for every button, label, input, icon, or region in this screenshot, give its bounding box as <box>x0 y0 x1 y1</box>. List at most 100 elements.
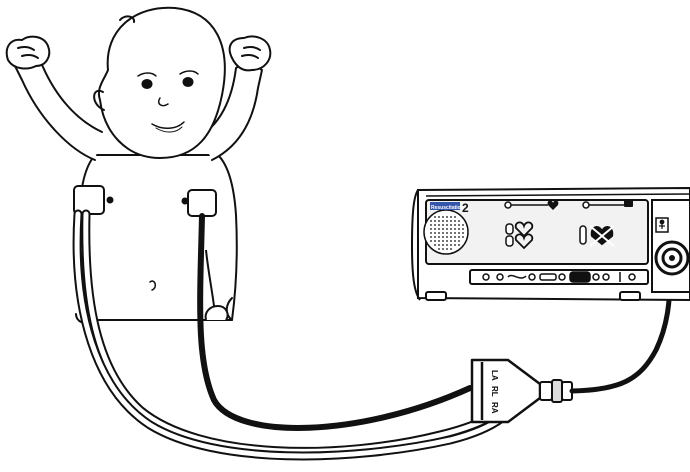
control-knob[interactable] <box>629 274 635 280</box>
infant-nipple <box>183 199 188 204</box>
infant-left-fist <box>230 37 271 71</box>
trunk-cable-yoke <box>472 360 540 422</box>
speaker-hole <box>430 228 432 230</box>
control-knob[interactable] <box>559 274 565 280</box>
speaker-hole <box>458 244 460 246</box>
print-button[interactable] <box>570 272 590 282</box>
monitor-foot <box>426 292 446 300</box>
speaker-hole <box>450 232 452 234</box>
speaker-hole <box>450 228 452 230</box>
speaker-hole <box>458 228 460 230</box>
speaker-hole <box>434 236 436 238</box>
yoke-label-la: LA <box>490 370 499 381</box>
speaker-hole <box>442 220 444 222</box>
brightness-icon <box>483 274 489 280</box>
left-chest-electrode[interactable] <box>188 190 216 216</box>
speaker-hole <box>450 216 452 218</box>
monitor-foot <box>620 292 640 300</box>
camera-icon <box>624 200 633 207</box>
infant-figure <box>7 8 271 323</box>
speaker-hole <box>454 224 456 226</box>
speaker-grille <box>424 210 468 254</box>
speaker-hole <box>462 232 464 234</box>
mode-selector-right[interactable] <box>580 226 586 244</box>
speaker-hole <box>454 228 456 230</box>
speaker-hole <box>430 220 432 222</box>
cable-strain-relief <box>540 380 572 402</box>
speaker-hole <box>442 216 444 218</box>
speaker-hole <box>430 232 432 234</box>
speaker-hole <box>446 228 448 230</box>
speaker-hole <box>434 224 436 226</box>
speaker-hole <box>446 216 448 218</box>
speaker-hole <box>446 244 448 246</box>
speaker-hole <box>430 224 432 226</box>
speaker-hole <box>450 236 452 238</box>
speaker-hole <box>438 248 440 250</box>
speaker-hole <box>446 224 448 226</box>
speaker-hole <box>438 228 440 230</box>
infant-nipple <box>108 198 113 203</box>
control-knob[interactable] <box>529 274 535 280</box>
speaker-hole <box>430 236 432 238</box>
speaker-hole <box>434 216 436 218</box>
speaker-hole <box>434 244 436 246</box>
control-knob[interactable] <box>497 274 503 280</box>
brand-label: Resuscitation <box>431 205 464 211</box>
abdomen-electrode[interactable] <box>206 306 228 320</box>
speaker-hole <box>450 248 452 250</box>
infant-right-arm <box>14 58 102 160</box>
infant-right-fist <box>7 37 49 69</box>
yoke-label-ra: RA <box>490 402 499 414</box>
speaker-hole <box>450 244 452 246</box>
speaker-hole <box>438 244 440 246</box>
speaker-hole <box>442 244 444 246</box>
speaker-hole <box>442 228 444 230</box>
yoke-labels: LA RL RA <box>490 370 499 414</box>
speaker-hole <box>462 236 464 238</box>
control-knob[interactable] <box>593 274 599 280</box>
speaker-hole <box>438 224 440 226</box>
speaker-hole <box>446 236 448 238</box>
speaker-hole <box>442 224 444 226</box>
speaker-hole <box>454 220 456 222</box>
speaker-hole <box>438 220 440 222</box>
infant-head <box>99 8 225 158</box>
speaker-hole <box>450 240 452 242</box>
speaker-hole <box>446 240 448 242</box>
speaker-hole <box>438 232 440 234</box>
speaker-hole <box>458 224 460 226</box>
brand-suffix: 2 <box>462 201 469 215</box>
speaker-hole <box>454 244 456 246</box>
speaker-hole <box>454 216 456 218</box>
speaker-hole <box>430 240 432 242</box>
speaker-hole <box>462 224 464 226</box>
speaker-hole <box>450 224 452 226</box>
speaker-hole <box>458 236 460 238</box>
speaker-hole <box>462 228 464 230</box>
speaker-hole <box>446 248 448 250</box>
speaker-hole <box>454 236 456 238</box>
speaker-hole <box>442 248 444 250</box>
speaker-hole <box>442 240 444 242</box>
infant-eye <box>143 80 152 88</box>
gain-slider[interactable] <box>540 274 556 280</box>
infant-eye <box>184 78 193 86</box>
speaker-hole <box>438 236 440 238</box>
speaker-hole <box>458 232 460 234</box>
speaker-hole <box>442 236 444 238</box>
speaker-hole <box>450 220 452 222</box>
speaker-hole <box>438 240 440 242</box>
speaker-hole <box>458 240 460 242</box>
speaker-hole <box>434 228 436 230</box>
speaker-hole <box>446 232 448 234</box>
speaker-hole <box>434 232 436 234</box>
speaker-hole <box>434 240 436 242</box>
speaker-hole <box>458 220 460 222</box>
speaker-hole <box>442 232 444 234</box>
speaker-hole <box>454 232 456 234</box>
yoke-label-rl: RL <box>490 386 499 397</box>
control-knob[interactable] <box>603 274 609 280</box>
speaker-hole <box>454 240 456 242</box>
speaker-hole <box>434 220 436 222</box>
